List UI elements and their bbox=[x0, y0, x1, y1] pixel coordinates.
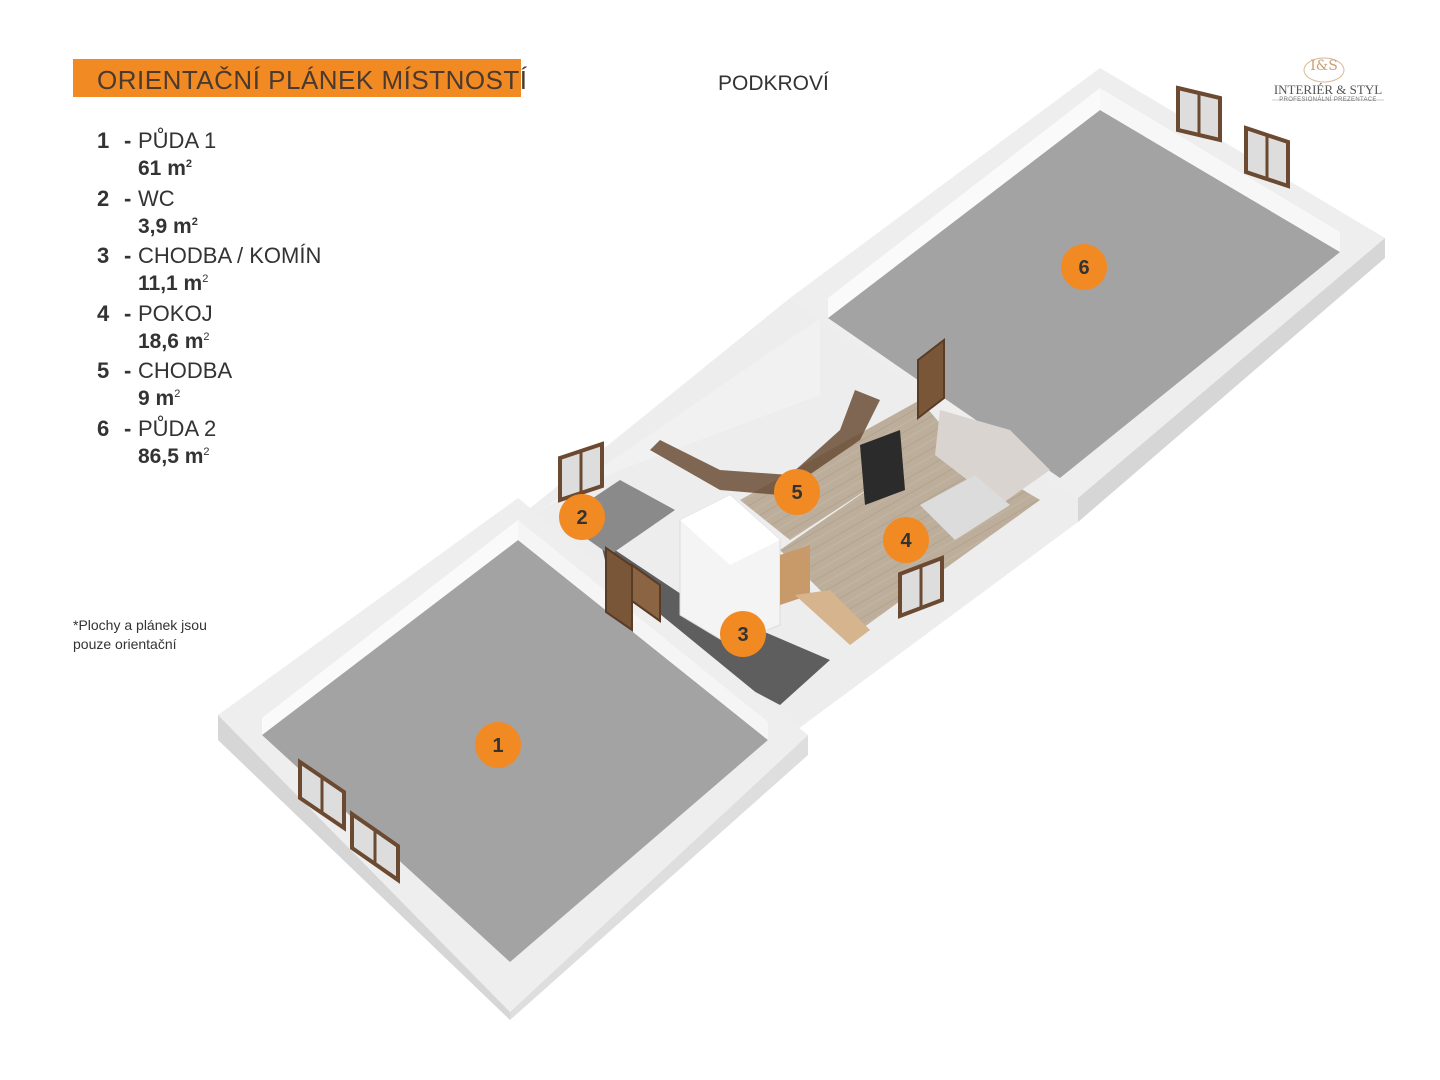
legend-dash: - bbox=[124, 358, 132, 383]
window-icon bbox=[298, 758, 346, 832]
logo-ornament bbox=[1272, 57, 1384, 101]
legend-dash: - bbox=[124, 415, 132, 441]
wall-inner-side bbox=[828, 88, 1100, 318]
floor-attic-2 bbox=[828, 110, 1340, 478]
room-marker-1: 1 bbox=[475, 722, 521, 768]
title-banner: ORIENTAČNÍ PLÁNEK MÍSTNOSTÍ bbox=[73, 59, 527, 97]
window-icon bbox=[350, 810, 400, 884]
legend-dash: - bbox=[124, 243, 132, 268]
wall-inner-side bbox=[518, 520, 768, 740]
wall-front bbox=[218, 715, 510, 1020]
chimney-top bbox=[680, 495, 780, 565]
room-marker-5: 5 bbox=[774, 469, 820, 515]
legend-number: 5 bbox=[97, 358, 110, 383]
door-icon bbox=[631, 563, 661, 623]
legend-number: 4 bbox=[97, 300, 110, 326]
counter bbox=[780, 545, 810, 605]
wall-front bbox=[510, 735, 808, 1020]
room-marker-2: 2 bbox=[559, 494, 605, 540]
marker-label: 6 bbox=[1078, 257, 1089, 279]
wall-middle-back bbox=[540, 318, 820, 510]
logo-monogram: I&S bbox=[1310, 58, 1338, 74]
dark-shelf bbox=[860, 430, 905, 505]
legend-room-name: WC bbox=[138, 185, 175, 211]
bed bbox=[920, 475, 1010, 540]
marker-label: 2 bbox=[576, 507, 587, 529]
wall-inner-side bbox=[1100, 88, 1340, 252]
legend-room-area: 11,1 m2 bbox=[138, 272, 209, 295]
legend-room-name: PŮDA 2 bbox=[138, 415, 217, 441]
legend-room-name: CHODBA bbox=[138, 358, 233, 383]
marker-label: 3 bbox=[737, 624, 748, 646]
legend-number: 3 bbox=[97, 243, 110, 268]
legend-room-name: POKOJ bbox=[138, 300, 213, 326]
room-marker-3: 3 bbox=[720, 611, 766, 657]
door-icon bbox=[917, 337, 945, 421]
legend-room-area: 3,9 m2 bbox=[138, 214, 198, 238]
wall-inner-side bbox=[262, 520, 518, 735]
legend-number: 1 bbox=[97, 128, 110, 153]
window-icon bbox=[1176, 85, 1222, 143]
stair-railing bbox=[650, 390, 880, 495]
legend-dash: - bbox=[124, 128, 132, 153]
legend-room-area: 86,5 m2 bbox=[138, 444, 210, 468]
stair-ramp bbox=[795, 590, 870, 645]
legend-dash: - bbox=[124, 300, 132, 326]
legend-number: 6 bbox=[97, 415, 110, 441]
window-icon bbox=[558, 441, 604, 503]
marker-label: 1 bbox=[492, 735, 503, 757]
legend-dash: - bbox=[124, 185, 132, 211]
windows bbox=[298, 85, 1290, 884]
legend-number: 2 bbox=[97, 185, 110, 211]
window-icon bbox=[898, 555, 944, 619]
logo-name: INTERIÉR & STYL bbox=[1273, 82, 1383, 97]
marker-label: 4 bbox=[900, 530, 912, 552]
legend-room-name: CHODBA / KOMÍN bbox=[138, 243, 322, 268]
page-title: ORIENTAČNÍ PLÁNEK MÍSTNOSTÍ bbox=[97, 65, 528, 95]
disclaimer-note: *Plochy a plánek jsou pouze orientační bbox=[73, 617, 207, 652]
legend-room-name: PŮDA 1 bbox=[138, 128, 217, 153]
room-marker-6: 6 bbox=[1061, 244, 1107, 290]
room-marker-4: 4 bbox=[883, 517, 929, 563]
legend-room-area: 61 m2 bbox=[138, 157, 192, 180]
logo-tagline: PROFESIONÁLNÍ PREZENTACE bbox=[1279, 97, 1377, 103]
wall-front bbox=[1078, 238, 1385, 522]
legend-room-area: 18,6 m2 bbox=[138, 329, 210, 353]
window-icon bbox=[1244, 125, 1290, 189]
legend-room-area: 9 m2 bbox=[138, 387, 181, 410]
floor-label: PODKROVÍ bbox=[718, 72, 829, 95]
door-icon bbox=[605, 546, 633, 632]
wardrobe bbox=[935, 410, 1050, 505]
marker-label: 5 bbox=[791, 482, 802, 504]
